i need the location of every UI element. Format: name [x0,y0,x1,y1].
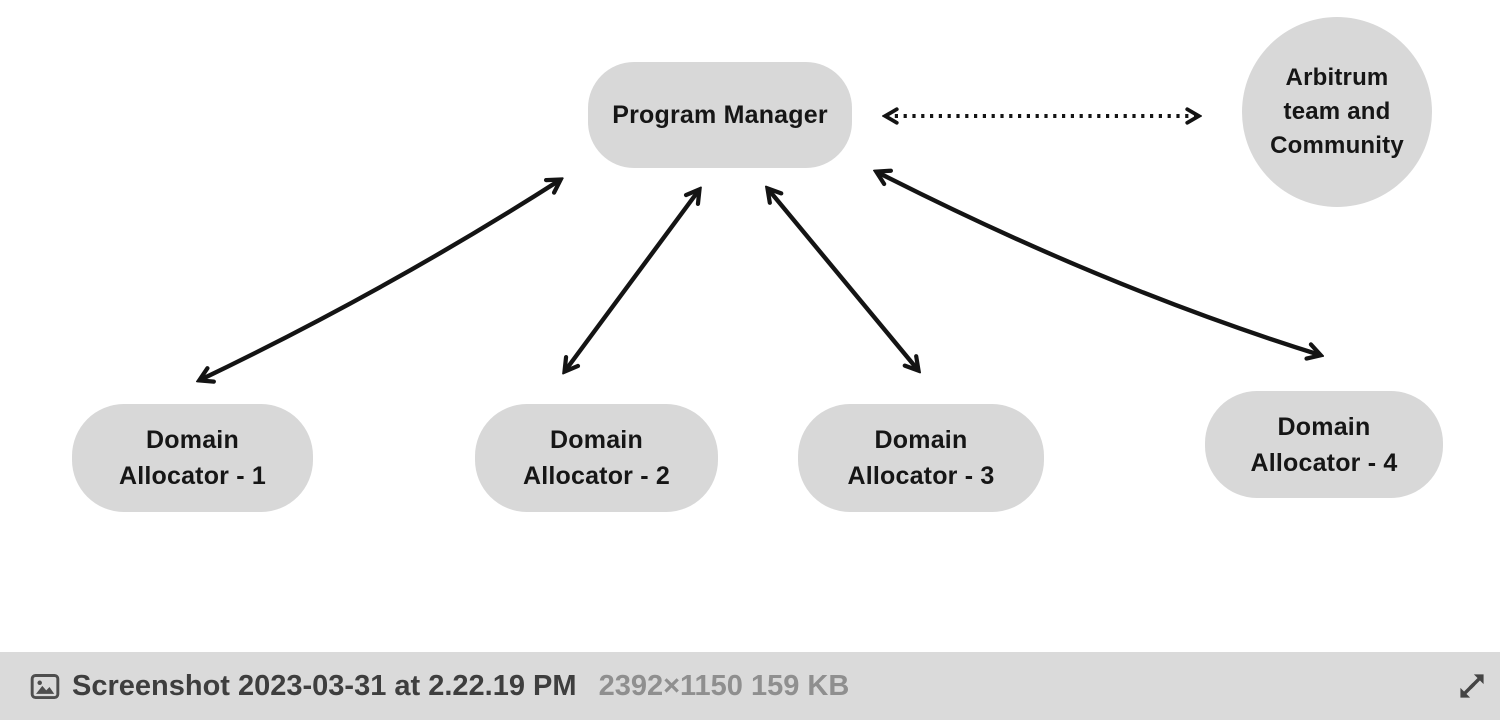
node-domain-allocator-4: Domain Allocator - 4 [1205,391,1443,498]
image-icon [30,673,60,700]
edge-pm-da4-arrow [877,172,1320,355]
edge-pm-da1-arrow [200,180,560,380]
node-domain-allocator-3: Domain Allocator - 3 [798,404,1044,512]
attachment-meta: 2392×1150 159 KB [598,669,850,702]
edge-pm-da3-arrow [768,189,918,370]
node-arbitrum-team-community: Arbitrum team and Community [1242,17,1432,207]
attachment-filename: Screenshot 2023-03-31 at 2.22.19 PM [72,669,577,702]
node-program-manager: Program Manager [588,62,852,168]
attachment-footer-bar[interactable]: Screenshot 2023-03-31 at 2.22.19 PM 2392… [0,652,1500,720]
diagram-image[interactable]: Program Manager Arbitrum team and Commun… [0,0,1500,652]
node-domain-allocator-2: Domain Allocator - 2 [475,404,718,512]
node-domain-allocator-1: Domain Allocator - 1 [72,404,313,512]
edge-pm-da2-arrow [565,190,699,371]
expand-icon[interactable] [1456,669,1488,703]
diagram-edges [0,0,1500,652]
